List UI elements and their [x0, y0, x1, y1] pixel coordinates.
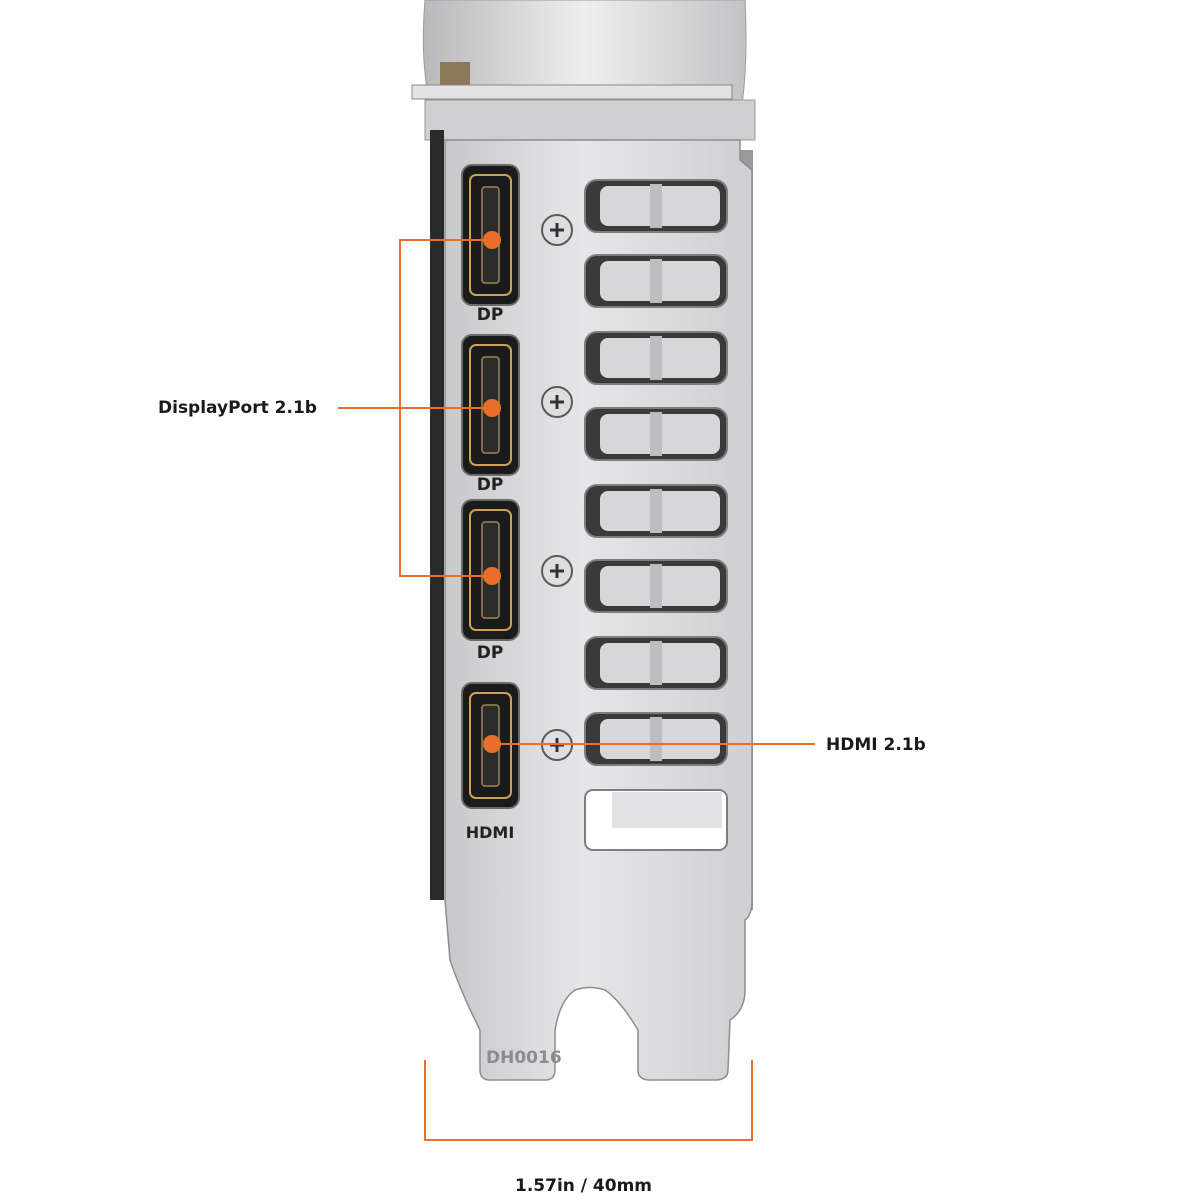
callout-lines — [338, 239, 815, 1141]
vent-slot-fin — [650, 564, 662, 608]
dp-dot-3 — [483, 567, 501, 585]
vent-slot-fin — [650, 184, 662, 228]
vent-slot-fin — [650, 641, 662, 685]
displayport-label: DisplayPort 2.1b — [158, 398, 317, 418]
part-code: DH0016 — [486, 1048, 562, 1068]
dp-dot-2 — [483, 399, 501, 417]
plus-screw-icon — [541, 555, 573, 587]
display-ports — [461, 164, 520, 809]
dp-dot-1 — [483, 231, 501, 249]
plus-screw-icon — [541, 214, 573, 246]
port-type-label: DP — [477, 305, 504, 325]
port-type-label: HDMI — [466, 823, 515, 842]
width-dimension-line — [424, 1060, 753, 1141]
vent-slot-fin — [650, 336, 662, 380]
vent-slot-open-inner — [612, 792, 722, 828]
card-shroud — [411, 0, 756, 141]
plus-screw-icon — [541, 386, 573, 418]
vent-slot-fin — [650, 259, 662, 303]
callout-dots — [483, 231, 501, 753]
card-edge — [430, 130, 444, 900]
port-labels: DP DP DP HDMI — [466, 305, 515, 842]
port-type-label: DP — [477, 643, 504, 663]
vent-slots — [584, 179, 728, 851]
hdmi-label: HDMI 2.1b — [826, 735, 926, 755]
screw-icons — [541, 214, 573, 761]
hdmi-dot — [483, 735, 501, 753]
vent-slot-fin — [650, 717, 662, 761]
width-label: 1.57in / 40mm — [515, 1176, 653, 1196]
vent-slot-fin — [650, 412, 662, 456]
port-type-label: DP — [477, 475, 504, 495]
vent-slot-fin — [650, 489, 662, 533]
